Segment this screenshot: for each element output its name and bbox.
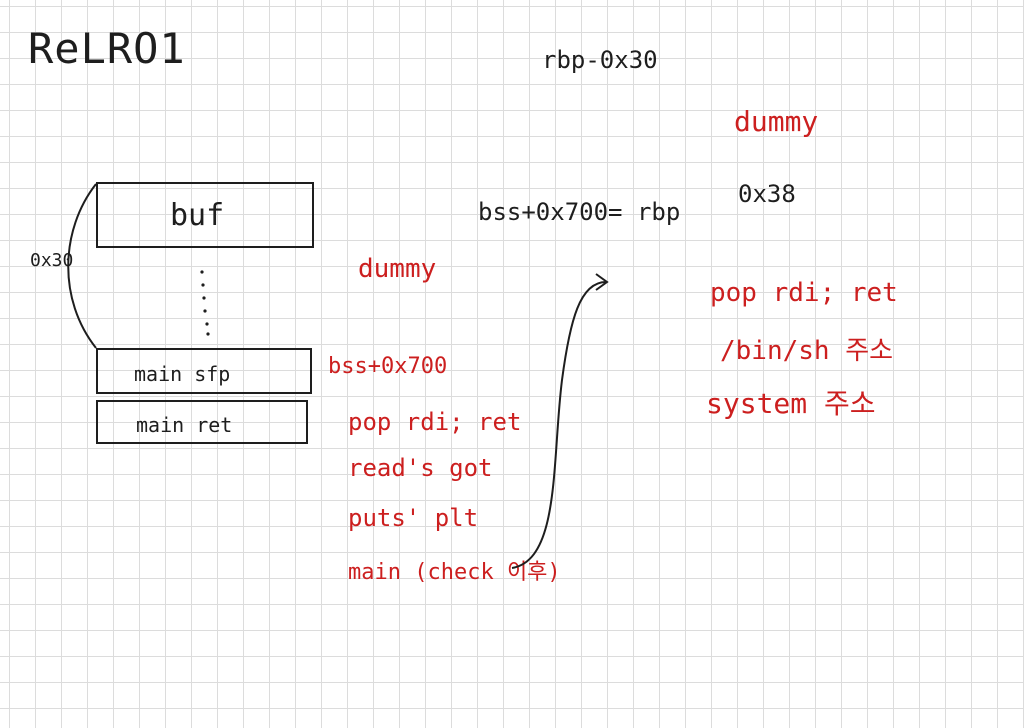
return-arrow bbox=[511, 281, 607, 569]
main-ret-box: main ret bbox=[96, 400, 308, 444]
second-payload-line-1: pop rdi; ret bbox=[710, 278, 898, 308]
first-payload-line-2: read's got bbox=[348, 454, 493, 482]
first-payload-line-1: pop rdi; ret bbox=[348, 408, 522, 436]
first-dummy-label: dummy bbox=[358, 254, 437, 284]
return-arrow-head bbox=[595, 273, 609, 291]
main-sfp-box: main sfp bbox=[96, 348, 312, 394]
first-payload-line-4: main (check 이후) bbox=[348, 560, 561, 585]
stack-ellipsis-dots bbox=[200, 270, 210, 336]
second-payload-line-3: system 주소 bbox=[706, 387, 876, 420]
page-title: ReLRO1 bbox=[28, 24, 186, 73]
main-sfp-label: main sfp bbox=[134, 362, 231, 386]
buf-label: buf bbox=[170, 198, 225, 233]
second-dummy-size: 0x38 bbox=[738, 180, 796, 208]
rbp-minus-label: rbp-0x30 bbox=[542, 46, 658, 74]
first-sfp-value: bss+0x700 bbox=[328, 354, 448, 379]
second-payload-line-2: /bin/sh 주소 bbox=[720, 336, 894, 366]
main-ret-label: main ret bbox=[136, 413, 233, 437]
rbp-equals-label: bss+0x700= rbp bbox=[478, 198, 681, 226]
second-dummy-label: dummy bbox=[734, 105, 819, 138]
buf-box: buf bbox=[96, 182, 314, 248]
first-payload-line-3: puts' plt bbox=[348, 504, 479, 532]
stack-size-label: 0x30 bbox=[30, 250, 74, 271]
